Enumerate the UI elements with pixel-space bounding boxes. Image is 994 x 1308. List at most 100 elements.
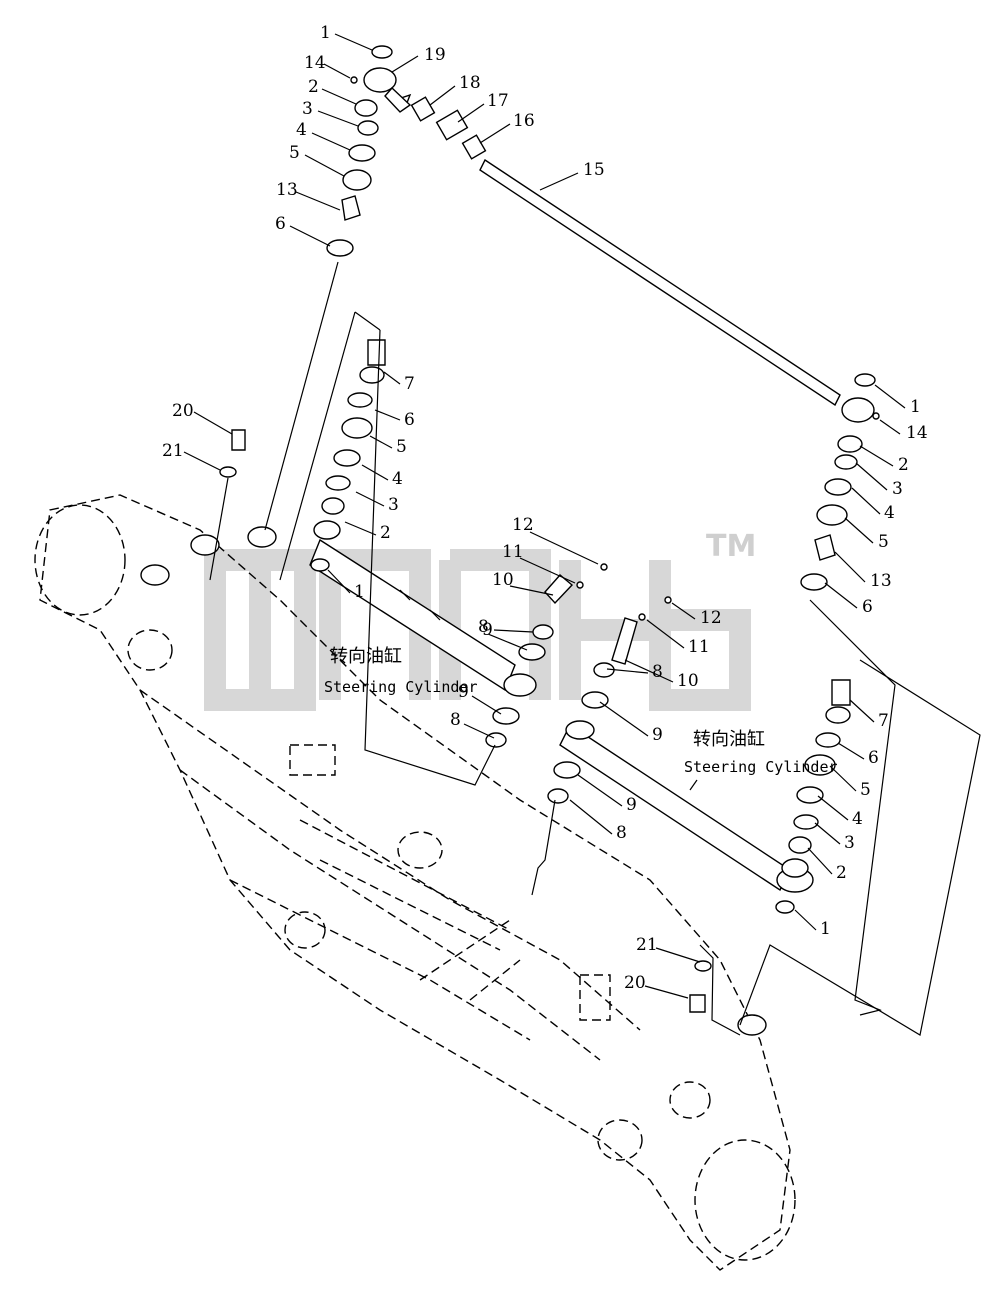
callout-number: 13 <box>870 571 892 591</box>
leader-line <box>655 947 701 963</box>
callout-number: 3 <box>302 99 313 119</box>
callout-number: 10 <box>492 570 514 590</box>
callout-number: 4 <box>392 469 403 489</box>
callout-number: 11 <box>502 542 524 562</box>
leader-line <box>837 742 865 760</box>
leader-line <box>323 63 351 79</box>
caption-cn-right: 转向油缸 <box>693 728 765 750</box>
leader-line <box>321 88 357 105</box>
pins-and-bolts <box>219 429 712 1013</box>
steering-cylinder-left <box>309 538 537 697</box>
callout-number: 21 <box>162 441 184 461</box>
leader-line <box>849 699 875 723</box>
leader-line <box>577 774 623 807</box>
leader-line <box>599 701 649 737</box>
callout-number: 2 <box>380 523 391 543</box>
leader-line <box>824 582 858 609</box>
callout-number: 5 <box>289 143 300 163</box>
callout-number: 20 <box>624 973 646 993</box>
callout-number: 5 <box>860 780 871 800</box>
callout-number: 8 <box>450 710 461 730</box>
callout-number: 17 <box>487 91 509 111</box>
leader-line <box>814 822 841 845</box>
callout-number: 8 <box>616 823 627 843</box>
leader-line <box>383 371 401 385</box>
callout-number: 12 <box>700 608 722 628</box>
callout-number: 9 <box>482 620 493 640</box>
leader-line <box>539 172 579 191</box>
callout-number: 4 <box>296 120 307 140</box>
callout-number: 3 <box>388 495 399 515</box>
leader-line <box>369 435 393 449</box>
leader-line <box>479 123 511 144</box>
caption-en-right: Steering Cylinder <box>684 758 838 776</box>
parts-stack-right-cylinder <box>775 679 851 914</box>
leader-line <box>457 103 485 123</box>
callout-number: 19 <box>424 45 446 65</box>
callout-number: 7 <box>404 374 415 394</box>
leader-line <box>334 33 373 51</box>
callout-number: 4 <box>852 809 863 829</box>
leader-line <box>569 799 613 835</box>
leader-line <box>817 795 849 821</box>
callout-number: 1 <box>320 23 331 43</box>
callout-number: 10 <box>677 671 699 691</box>
callout-number: 4 <box>884 503 895 523</box>
callout-number: 14 <box>906 423 928 443</box>
callout-number: 11 <box>688 637 710 657</box>
leader-line <box>429 85 456 106</box>
callout-number: 2 <box>836 863 847 883</box>
leader-line <box>874 384 906 409</box>
leader-line <box>644 985 689 999</box>
callout-number: 6 <box>404 410 415 430</box>
leader-line <box>829 765 857 792</box>
callout-number: 9 <box>652 725 663 745</box>
callout-number: 2 <box>308 77 319 97</box>
leader-line <box>509 585 554 596</box>
leader-line <box>391 55 419 73</box>
leader-line <box>355 491 385 507</box>
leader-line <box>311 132 351 151</box>
leader-line <box>844 517 874 544</box>
leader-line <box>193 411 233 435</box>
leader-line <box>646 619 685 649</box>
callout-number: 3 <box>892 479 903 499</box>
callout-number: 18 <box>459 73 481 93</box>
callout-number: 21 <box>636 935 658 955</box>
watermark-tm: TM <box>706 529 756 564</box>
callout-number: 13 <box>276 180 298 200</box>
steering-cylinder-right <box>559 720 814 893</box>
leader-line <box>606 668 649 674</box>
leader-line <box>834 551 866 583</box>
leader-line <box>855 462 888 491</box>
callout-number: 9 <box>458 682 469 702</box>
leader-line <box>304 154 345 177</box>
callout-number: 1 <box>820 919 831 939</box>
leader-line <box>183 451 221 471</box>
leader-line <box>361 464 389 481</box>
tie-rod <box>363 67 875 423</box>
axle-housing <box>34 494 796 1271</box>
callout-number: 5 <box>396 437 407 457</box>
leader-line <box>374 409 401 421</box>
leader-line <box>794 909 817 931</box>
callout-number: 1 <box>354 582 365 602</box>
leader-line <box>471 695 502 715</box>
callout-number: 1 <box>910 397 921 417</box>
callout-number: 14 <box>304 53 326 73</box>
callout-number: 6 <box>868 748 879 768</box>
callout-number: 6 <box>862 597 873 617</box>
leader-line <box>859 445 894 467</box>
caption-en-left: Steering Cylinder <box>324 678 478 696</box>
parts-stack-top <box>326 45 393 257</box>
callout-number: 7 <box>878 711 889 731</box>
connection-lines <box>209 261 981 1036</box>
leader-line <box>519 557 576 584</box>
leader-line <box>493 629 534 633</box>
leader-line <box>671 602 696 620</box>
callout-number: 6 <box>275 214 286 234</box>
leader-line <box>327 569 351 594</box>
leader-line <box>295 191 341 211</box>
